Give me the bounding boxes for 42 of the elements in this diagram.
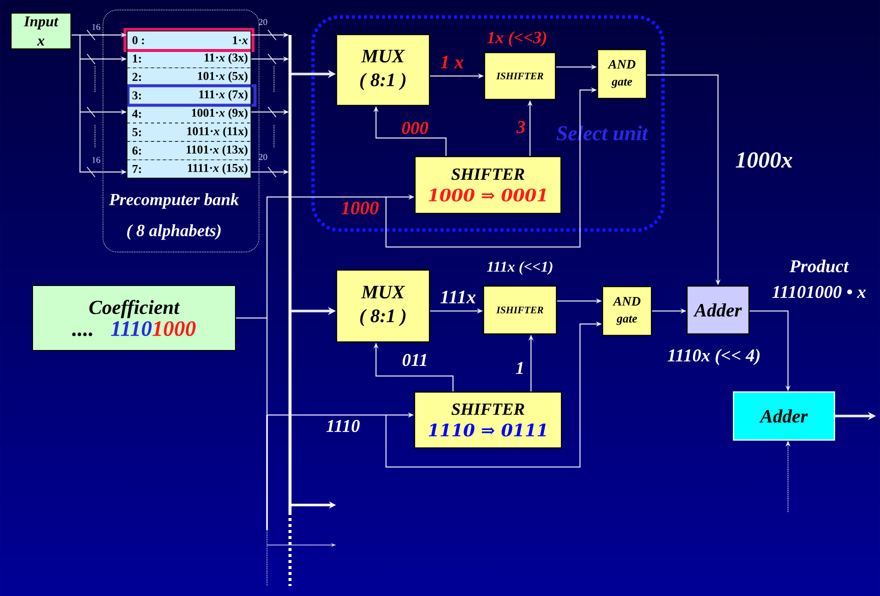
node-label: 11·x (3x) [204, 53, 248, 64]
adder-box: Adder [686, 285, 750, 335]
edge-label: 1 [516, 362, 523, 374]
node-label: 6: [132, 146, 141, 155]
and-gate-box: AND gate [602, 286, 652, 336]
table-row: 5: 1011·x (11x) [127, 123, 251, 142]
edge-label: 1000x [736, 152, 792, 168]
edge-label: 1110x (<< 4) [668, 348, 760, 366]
bus-width-label: 20 [258, 18, 268, 26]
coefficient-box: Coefficient .... 11101000 [32, 285, 236, 351]
adder-box: Adder [732, 391, 836, 441]
edge-label: 011 [402, 354, 426, 366]
and-gate-box: AND gate [596, 48, 648, 100]
node-label: 1011·x (11x) [187, 126, 248, 138]
shifter-box: ISHIFTER [484, 52, 556, 100]
edge-label: 1000 [341, 202, 379, 214]
shift-note: 111x (<<1) [487, 261, 552, 275]
node-label: 4: [132, 110, 141, 118]
edge-label: 111x [440, 290, 476, 304]
table-row: 6: 1101·x (13x) [127, 141, 251, 160]
shift-note: 1x (<<3) [487, 31, 546, 47]
node-label: 1: [132, 54, 141, 63]
edge-label: 000 [402, 122, 428, 134]
table-row: 7: 1111·x (15x) [127, 160, 251, 178]
shifter-box: SHIFTER 1110 ⇒ 0111 [414, 391, 562, 449]
edge-label: 1 x [440, 56, 464, 68]
edge-label: 3 [516, 120, 526, 134]
mux-box: MUX ( 8:1 ) [336, 269, 430, 343]
node-label: 5: [132, 128, 141, 136]
table-row: 0 : 1·x [127, 31, 251, 50]
product-label: Product [790, 260, 849, 272]
shifter-box: SHIFTER 1000 ⇒ 0001 [414, 156, 562, 214]
input-box: Input x [10, 12, 72, 50]
shifter-box: ISHIFTER [482, 285, 558, 335]
bus-width-label: 16 [92, 24, 100, 30]
bus-width-label: 16 [92, 156, 100, 164]
product-label: 11101000 • x [772, 286, 866, 298]
mux-box: MUX ( 8:1 ) [336, 34, 430, 106]
node-label: 1001·x (9x) [192, 108, 248, 120]
edge-label: 1110 [326, 420, 360, 432]
node-label: 1101·x (13x) [186, 145, 248, 156]
bus-width-label: 20 [258, 154, 268, 160]
